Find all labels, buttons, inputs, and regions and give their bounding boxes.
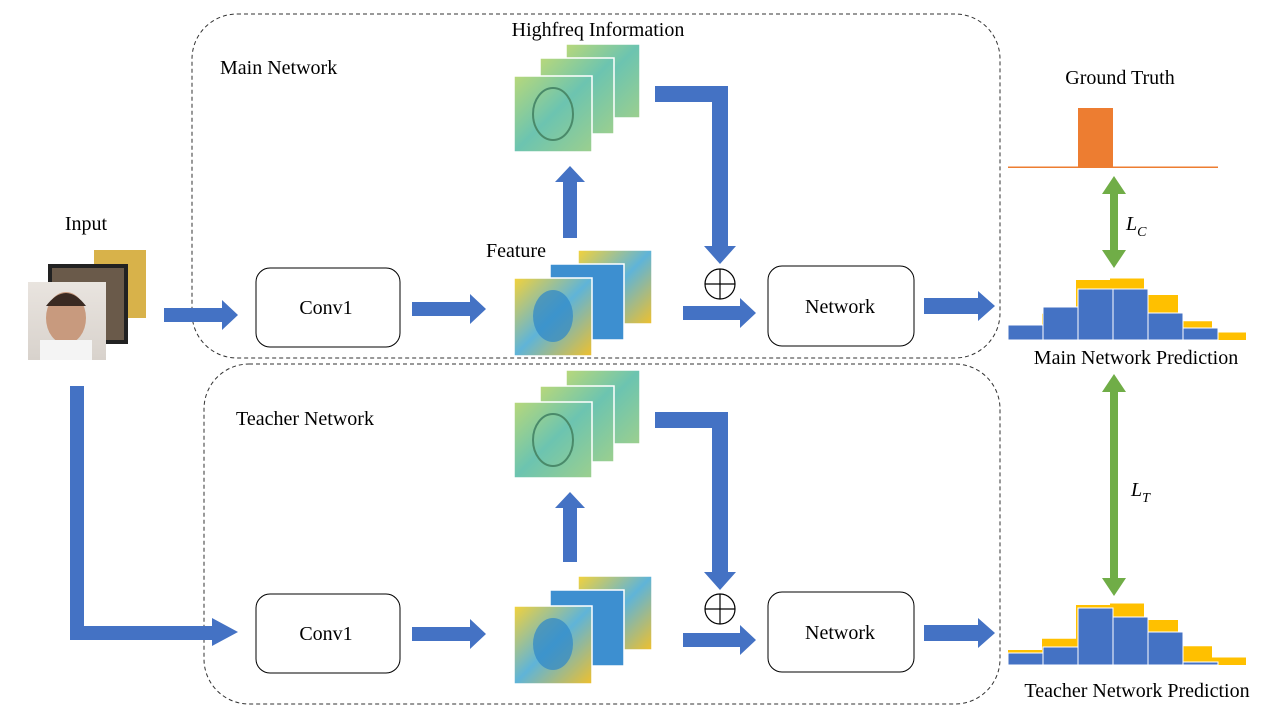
- ground-truth-label: Ground Truth: [1065, 67, 1174, 89]
- teacher-yellow-bar-6: [1212, 657, 1246, 665]
- gt-bar-1: [1043, 166, 1078, 168]
- conv1-teacher-label: Conv1: [299, 623, 352, 645]
- teacher-blue-bar-3: [1112, 616, 1149, 666]
- highfreq-stack-teacher: [513, 369, 641, 479]
- conv1-main-box: [255, 267, 401, 348]
- loss-t-base: L: [1130, 479, 1142, 501]
- input-image-stack: [28, 250, 146, 360]
- network-main-box: [767, 265, 915, 347]
- main-blue-bar-1: [1042, 306, 1079, 341]
- teacher-blue-bar-5: [1182, 661, 1219, 666]
- highfreq-information-label: Highfreq Information: [512, 19, 685, 41]
- input-label: Input: [65, 213, 108, 235]
- loss-c-arrow: [1102, 176, 1126, 268]
- loss-c-label: LC: [1125, 213, 1147, 240]
- main-blue-bar-2: [1077, 288, 1114, 341]
- conv1-teacher-box: [255, 593, 401, 674]
- teacher-blue-bar-2: [1077, 607, 1114, 666]
- teacher-prediction-histogram: [1007, 603, 1246, 666]
- arrow-network-to-prediction-main: [924, 291, 995, 321]
- teacher-blue-bar-1: [1042, 646, 1079, 666]
- teacher-network-group: [203, 363, 1001, 705]
- arrow-feature-to-highfreq-teacher: [555, 492, 585, 562]
- gt-bar-4: [1148, 166, 1183, 168]
- add-operator-main: [704, 268, 736, 300]
- flow-arrows: [70, 86, 995, 655]
- teacher-network-label: Teacher Network: [236, 408, 374, 430]
- arrow-highfreq-to-plus-teacher: [655, 412, 736, 590]
- network-teacher-label: Network: [805, 622, 875, 644]
- loss-c-base: L: [1125, 213, 1137, 235]
- arrow-input-to-conv1-teacher: [70, 386, 238, 646]
- teacher-blue-bar-0: [1007, 652, 1044, 666]
- conv1-main-label: Conv1: [299, 297, 352, 319]
- main-prediction-histogram: [1007, 278, 1246, 341]
- add-operator-teacher: [704, 593, 736, 625]
- network-main-label: Network: [805, 296, 875, 318]
- network-teacher-box: [767, 591, 915, 673]
- arrow-network-to-prediction-teacher: [924, 618, 995, 648]
- main-blue-bar-5: [1182, 327, 1219, 341]
- feature-stack-teacher: [513, 575, 653, 685]
- loss-t-sub: T: [1142, 491, 1151, 506]
- teacher-blue-bar-4: [1147, 631, 1184, 666]
- arrow-feature-to-network-main: [683, 298, 756, 328]
- arrow-conv1-to-feature-main: [412, 294, 486, 324]
- teacher-yellow-bar-5: [1178, 646, 1212, 665]
- main-blue-bar-0: [1007, 324, 1044, 341]
- loss-t-arrow: [1102, 374, 1126, 596]
- arrow-feature-to-network-teacher: [683, 625, 756, 655]
- gt-bar-0: [1008, 166, 1043, 168]
- arrow-highfreq-to-plus-main: [655, 86, 736, 264]
- loss-t-label: LT: [1130, 479, 1151, 506]
- gt-bar-2: [1078, 108, 1113, 168]
- highfreq-stack-main: [513, 43, 641, 153]
- main-yellow-bar-6: [1212, 332, 1246, 340]
- arrow-input-to-conv1-main: [164, 300, 238, 330]
- feature-stack-main: [513, 249, 653, 357]
- loss-c-sub: C: [1137, 225, 1147, 240]
- main-network-label: Main Network: [220, 57, 337, 79]
- gt-bar-3: [1113, 166, 1148, 168]
- gt-bar-5: [1183, 166, 1218, 168]
- arrow-conv1-to-feature-teacher: [412, 619, 486, 649]
- main-prediction-label: Main Network Prediction: [1034, 347, 1238, 369]
- ground-truth-histogram: [1008, 108, 1218, 168]
- teacher-prediction-label: Teacher Network Prediction: [1024, 680, 1249, 702]
- loss-arrows: [1102, 176, 1126, 596]
- main-blue-bar-3: [1112, 288, 1149, 341]
- arrow-feature-to-highfreq-main: [555, 166, 585, 238]
- main-network-group: [191, 13, 1001, 359]
- feature-label: Feature: [486, 240, 546, 262]
- main-blue-bar-4: [1147, 312, 1184, 341]
